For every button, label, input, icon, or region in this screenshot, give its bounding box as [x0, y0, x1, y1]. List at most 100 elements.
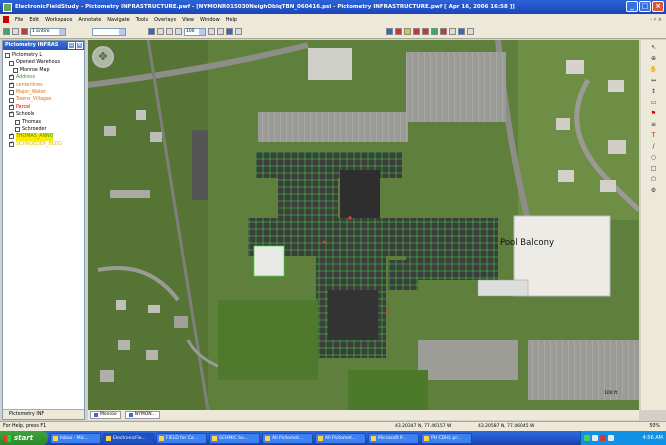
layer-item[interactable]: THOMAS_ANNO	[5, 132, 82, 141]
elevation-icon[interactable]	[422, 28, 429, 35]
zoom-full-icon[interactable]	[217, 28, 224, 35]
menu-workspace[interactable]: Workspace	[45, 16, 73, 23]
line-tool-icon[interactable]: /	[652, 143, 655, 150]
area-measure-icon[interactable]: ▭	[650, 99, 657, 106]
scale-combo[interactable]: 100	[184, 27, 206, 36]
layer-checkbox[interactable]	[5, 53, 10, 59]
height-icon[interactable]	[395, 28, 402, 35]
layer-checkbox[interactable]	[9, 81, 14, 88]
layer-checkbox[interactable]	[9, 132, 14, 140]
layer-item[interactable]: centerlines	[5, 81, 82, 89]
panel-close-icon[interactable]: ×	[76, 42, 83, 49]
pencil-tool-icon[interactable]	[21, 28, 28, 35]
menu-file[interactable]: File	[15, 16, 24, 23]
nav-right-icon[interactable]	[157, 28, 164, 35]
tray-network-icon[interactable]	[584, 435, 590, 441]
layer-item[interactable]: Schools	[5, 110, 82, 118]
layer-checkbox[interactable]	[9, 90, 14, 96]
polygon-tool-icon[interactable]: ⬠	[650, 176, 657, 183]
layer-checkbox[interactable]	[9, 97, 14, 103]
options-icon[interactable]	[467, 28, 474, 35]
layer-item[interactable]: Address	[5, 73, 82, 81]
tray-app-icon[interactable]	[608, 435, 614, 441]
minimize-button[interactable]: _	[626, 1, 638, 12]
zoom-window-icon[interactable]	[208, 28, 215, 35]
zoom-icon[interactable]: ⊕	[650, 55, 657, 62]
layer-checkbox[interactable]	[9, 140, 14, 147]
tray-security-icon[interactable]	[600, 435, 606, 441]
zoom-out-icon[interactable]	[175, 28, 182, 35]
layer-item[interactable]: Thomas	[5, 119, 82, 126]
layer-checkbox[interactable]	[9, 73, 14, 81]
nav-left-icon[interactable]	[148, 28, 155, 35]
layers-panel-header: Pictometry INFRAS ▫ ×	[3, 41, 84, 50]
compass-icon[interactable]: ✥	[92, 46, 114, 68]
menu-edit[interactable]: Edit	[29, 16, 40, 23]
pointer-icon[interactable]: ↖	[650, 44, 657, 51]
layer-item[interactable]: Schroeder	[5, 126, 82, 133]
layer-checkbox[interactable]	[9, 60, 14, 66]
height-measure-icon[interactable]: ↕	[650, 88, 657, 95]
taskbar-task[interactable]: Microsoft P...	[368, 432, 419, 444]
text-icon[interactable]	[449, 28, 456, 35]
tray-volume-icon[interactable]	[592, 435, 598, 441]
select-tool-icon[interactable]	[3, 28, 10, 35]
pan-icon[interactable]	[226, 28, 233, 35]
panel-pin-icon[interactable]: ▫	[68, 42, 75, 49]
layers-icon[interactable]: ≡	[650, 121, 657, 128]
taskbar-task[interactable]: FIELD for Ca...	[156, 432, 207, 444]
layer-checkbox[interactable]	[9, 103, 14, 110]
circle-tool-icon[interactable]: ○	[650, 154, 657, 161]
layer-item[interactable]: Major_Water	[5, 89, 82, 96]
pan-hand-icon[interactable]: ✋	[649, 66, 658, 73]
start-button[interactable]: start	[0, 431, 48, 445]
menu-navigate[interactable]: Navigate	[107, 16, 130, 23]
taskbar-task[interactable]: PH CDHL pr...	[421, 432, 472, 444]
marker-icon[interactable]	[440, 28, 447, 35]
location-icon[interactable]	[431, 28, 438, 35]
taskbar-task[interactable]: Inbox - Mic...	[50, 432, 101, 444]
panel-tab[interactable]: Pictometry INF	[3, 409, 84, 419]
grid-icon[interactable]	[235, 28, 242, 35]
layer-checkbox[interactable]	[13, 67, 18, 73]
layer-item[interactable]: SCHROEDER_BLDG	[5, 140, 82, 148]
taskbar-task[interactable]: SCHMIC So...	[209, 432, 260, 444]
rectangle-tool-icon[interactable]: □	[650, 165, 657, 172]
layer-combo[interactable]: 1 Entire	[30, 27, 66, 36]
layer-item[interactable]: Towns_Villages	[5, 96, 82, 103]
flag-icon[interactable]: ⚑	[650, 110, 657, 117]
layer-item[interactable]: Opened Warehous	[5, 59, 82, 66]
taskbar-task[interactable]: All Pictomet...	[262, 432, 313, 444]
distance-icon[interactable]: ↔	[650, 77, 657, 84]
map-tab-1[interactable]: NYMON...	[124, 411, 160, 419]
pointer-tool-icon[interactable]	[12, 28, 19, 35]
text-tool-icon[interactable]: T	[651, 132, 656, 139]
menu-window[interactable]: Window	[199, 16, 220, 23]
bearing-icon[interactable]	[413, 28, 420, 35]
polygon-icon[interactable]	[458, 28, 465, 35]
taskbar-task[interactable]: All Pictomet...	[315, 432, 366, 444]
layer-item[interactable]: Parcel	[5, 103, 82, 111]
taskbar-task[interactable]: ElectronicFie...	[103, 432, 154, 444]
menu-help[interactable]: Help	[225, 16, 238, 23]
maximize-button[interactable]: □	[639, 1, 651, 12]
menu-tools[interactable]: Tools	[135, 16, 149, 23]
layer-item[interactable]: Monroe Map	[5, 67, 82, 74]
image-combo[interactable]	[92, 27, 126, 36]
map-view[interactable]: ✥ Pool Balcony 100 ft	[88, 40, 639, 410]
area-icon[interactable]	[404, 28, 411, 35]
layer-checkbox[interactable]	[9, 110, 14, 118]
layer-item[interactable]: Pictometry L	[5, 52, 82, 59]
zoom-in-icon[interactable]	[166, 28, 173, 35]
menu-view[interactable]: View	[182, 16, 194, 23]
map-tab-0[interactable]: Monroe	[90, 411, 121, 419]
menu-annotate[interactable]: Annotate	[78, 16, 102, 23]
close-button[interactable]: ×	[652, 1, 664, 12]
settings-icon[interactable]: ⚙	[650, 187, 657, 194]
scale-label: 100 ft	[604, 391, 618, 396]
mdi-controls[interactable]: - ♯ ×	[650, 16, 662, 23]
menu-overlays[interactable]: Overlays	[154, 16, 177, 23]
measure-icon[interactable]	[386, 28, 393, 35]
layer-checkbox[interactable]	[15, 119, 20, 125]
layer-checkbox[interactable]	[15, 127, 20, 133]
